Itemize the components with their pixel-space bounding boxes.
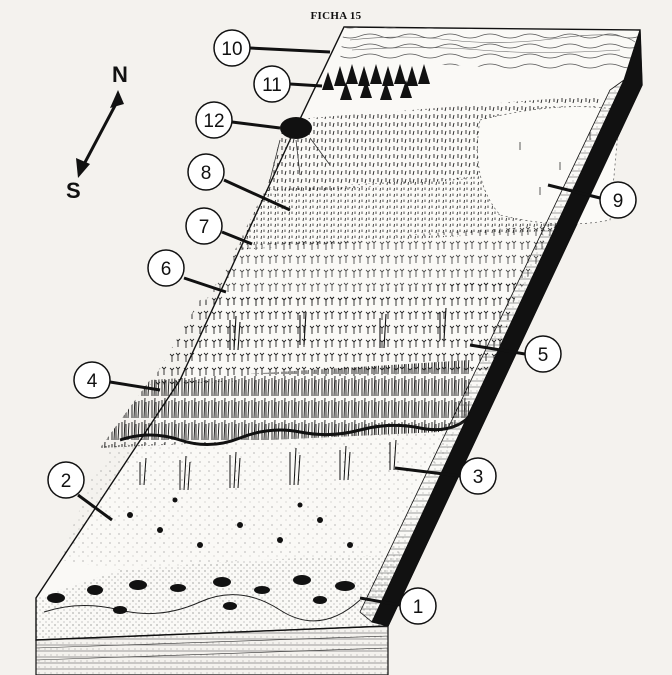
callout-1-label: 1 <box>413 597 424 618</box>
callout-12: 12 <box>196 102 280 138</box>
callout-11-label: 11 <box>262 75 282 96</box>
compass-rose: N S <box>66 62 128 203</box>
callout-12-label: 12 <box>203 111 224 132</box>
callout-2-label: 2 <box>61 471 72 492</box>
callout-6: 6 <box>148 250 226 292</box>
callout-8-label: 8 <box>201 163 212 184</box>
callout-3-label: 3 <box>473 467 484 488</box>
compass-north-label: N <box>112 62 128 87</box>
callout-7-label: 7 <box>199 217 210 238</box>
callout-7: 7 <box>186 208 252 244</box>
callout-5-label: 5 <box>538 345 549 366</box>
north-arrow-icon <box>110 90 124 108</box>
compass-axis <box>82 100 118 168</box>
callout-10-label: 10 <box>221 39 242 60</box>
callout-9-label: 9 <box>613 191 624 212</box>
callout-6-label: 6 <box>161 259 172 280</box>
callout-10: 10 <box>214 30 330 66</box>
callout-4-label: 4 <box>87 371 98 392</box>
compass-south-label: S <box>66 178 81 203</box>
south-arrow-icon <box>76 158 90 178</box>
